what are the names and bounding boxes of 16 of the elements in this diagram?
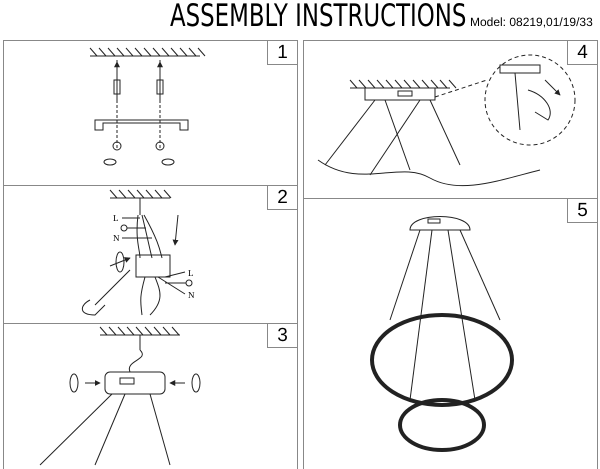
wire-label: L: [188, 268, 194, 278]
page-title: ASSEMBLY INSTRUCTIONS: [170, 0, 466, 34]
step-number: 2: [267, 186, 297, 210]
wire-label: N: [113, 233, 120, 243]
step-number: 4: [567, 41, 597, 65]
step-number: 5: [567, 199, 597, 223]
instruction-panel: [303, 40, 598, 199]
wire-label: L: [113, 213, 118, 223]
instruction-panel: [3, 40, 298, 186]
step-number: 3: [267, 324, 297, 348]
step-number: 1: [267, 41, 297, 65]
wire-label: N: [188, 290, 194, 300]
instruction-panel: [3, 323, 298, 469]
instruction-panel: [3, 185, 298, 324]
model-number: Model: 08219,01/19/33: [470, 15, 593, 29]
instruction-panel: [303, 198, 598, 469]
